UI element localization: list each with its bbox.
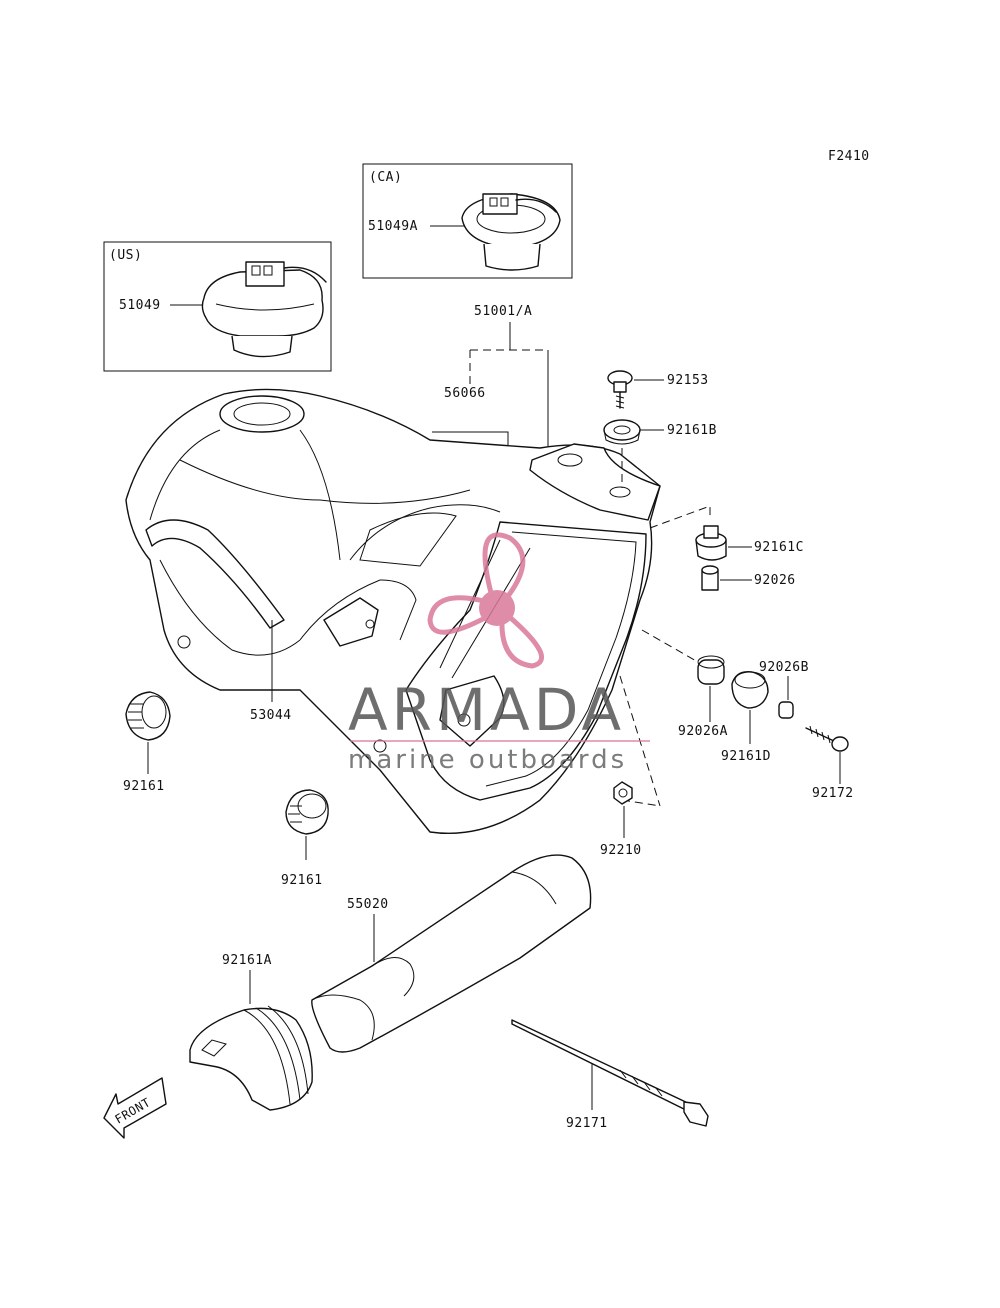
ca-cap-box: (CA) 51049A (362, 163, 573, 279)
callout-92161-mid[interactable]: 92161 (281, 873, 323, 888)
ca-region-label: (CA) (369, 170, 402, 185)
cover-92161a (189, 1005, 313, 1111)
watermark-brand: ARMADA (348, 676, 625, 744)
callout-92161c[interactable]: 92161C (754, 540, 804, 555)
callout-51049[interactable]: 51049 (119, 298, 161, 313)
figure-code: F2410 (828, 149, 870, 164)
us-region-label: (US) (109, 248, 142, 263)
grommet-92161b (603, 419, 641, 445)
damper-92161-left (125, 691, 171, 741)
propeller-logo-icon (427, 532, 544, 669)
us-cap-box: (US) 51049 (103, 241, 332, 372)
grommet-92161d (731, 671, 769, 709)
callout-92161b[interactable]: 92161B (667, 423, 717, 438)
band-92171 (511, 1019, 709, 1127)
collar-92026 (701, 565, 719, 591)
callout-55020[interactable]: 55020 (347, 897, 389, 912)
damper-92161-mid (285, 789, 329, 835)
collar-92026b (778, 701, 794, 719)
callout-92210[interactable]: 92210 (600, 843, 642, 858)
watermark: ARMADA marine outboards (348, 532, 650, 775)
fuel-tank (125, 388, 661, 835)
callout-92153[interactable]: 92153 (667, 373, 709, 388)
callout-92161a[interactable]: 92161A (222, 953, 272, 968)
callout-92026b[interactable]: 92026B (759, 660, 809, 675)
callout-53044[interactable]: 53044 (250, 708, 292, 723)
callout-56066[interactable]: 56066 (444, 386, 486, 401)
tube-55020 (311, 854, 592, 1053)
bolt-92153 (607, 370, 633, 409)
callout-92161-left[interactable]: 92161 (123, 779, 165, 794)
callout-92171[interactable]: 92171 (566, 1116, 608, 1131)
front-arrow-icon: FRONT (103, 1077, 167, 1139)
watermark-tagline: marine outboards (348, 745, 627, 775)
bolt-92172 (805, 725, 849, 752)
collar-92026a (697, 655, 725, 685)
callout-51001a[interactable]: 51001/A (474, 304, 532, 319)
nut-92210 (613, 781, 633, 805)
callout-51049a[interactable]: 51049A (368, 219, 418, 234)
callout-92026[interactable]: 92026 (754, 573, 796, 588)
callout-92172[interactable]: 92172 (812, 786, 854, 801)
callout-92026a[interactable]: 92026A (678, 724, 728, 739)
fuel-cap-ca (461, 193, 561, 271)
callout-92161d[interactable]: 92161D (721, 749, 771, 764)
grommet-92161c (695, 525, 727, 561)
fuel-cap-us (201, 261, 327, 358)
